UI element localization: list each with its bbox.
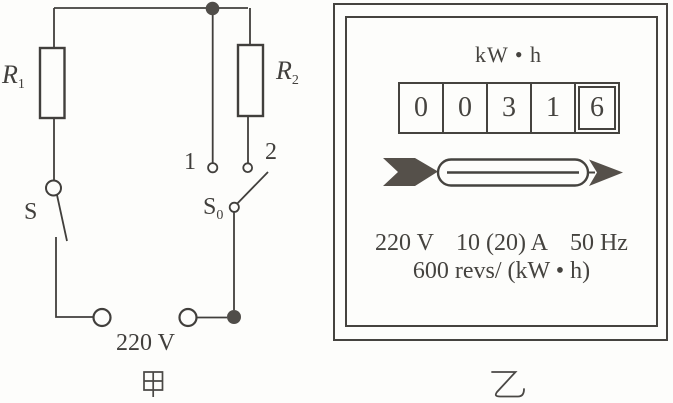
switch-s0-blade bbox=[236, 171, 269, 205]
register-digit-2: 0 bbox=[442, 82, 488, 134]
resistor-r1-label: R1 bbox=[2, 60, 25, 92]
switch-s-pivot-terminal bbox=[45, 179, 62, 197]
rating-voltage: 220 V bbox=[375, 230, 434, 256]
disc-arrowhead-icon bbox=[589, 159, 623, 186]
contact-1-terminal bbox=[207, 162, 219, 174]
resistor-r1-body bbox=[38, 46, 66, 120]
meter-disc-indicator bbox=[383, 158, 623, 187]
rating-frequency: 50 Hz bbox=[569, 230, 628, 256]
switch-s0-label: S0 bbox=[203, 194, 224, 223]
junction-dot-top bbox=[205, 1, 220, 16]
contact-1-label: 1 bbox=[184, 149, 196, 175]
source-terminal-left bbox=[92, 307, 112, 328]
meter-unit-label: kW • h bbox=[474, 42, 543, 67]
switch-s0-pivot-terminal bbox=[228, 201, 240, 213]
resistor-r2-label: R2 bbox=[276, 56, 299, 88]
contact-2-label: 2 bbox=[265, 139, 277, 165]
register-digit-5-frame bbox=[578, 86, 616, 130]
wire-bottom-left bbox=[55, 237, 93, 318]
meter-ratings-line: 220 V 10 (20) A 50 Hz bbox=[347, 230, 656, 257]
energy-meter-panel: kW • h 0 0 3 1 6 220 V bbox=[333, 3, 668, 341]
supply-voltage-label: 220 V bbox=[116, 330, 175, 356]
register-digit-5: 6 bbox=[574, 82, 620, 134]
disc-arrow-fletch-icon bbox=[383, 158, 438, 186]
meter-inner-frame: kW • h 0 0 3 1 6 220 V bbox=[345, 16, 658, 327]
switch-s-label: S bbox=[24, 199, 38, 225]
meter-revs-constant: 600 revs/ (kW • h) bbox=[412, 258, 591, 284]
register-digit-1: 0 bbox=[398, 82, 444, 134]
contact-2-terminal bbox=[242, 162, 254, 174]
junction-dot-bottom bbox=[227, 310, 241, 324]
source-terminal-right bbox=[178, 307, 198, 328]
resistor-r2-body bbox=[236, 43, 265, 118]
rating-current: 10 (20) A bbox=[455, 230, 548, 256]
meter-register: 0 0 3 1 6 bbox=[398, 82, 620, 134]
circuit-wires bbox=[53, 7, 269, 319]
register-digit-3: 3 bbox=[486, 82, 532, 134]
figure-caption-yi bbox=[491, 371, 525, 398]
figure-caption-jia bbox=[143, 371, 164, 397]
switch-s-blade bbox=[56, 194, 68, 242]
register-digit-4: 1 bbox=[530, 82, 576, 134]
